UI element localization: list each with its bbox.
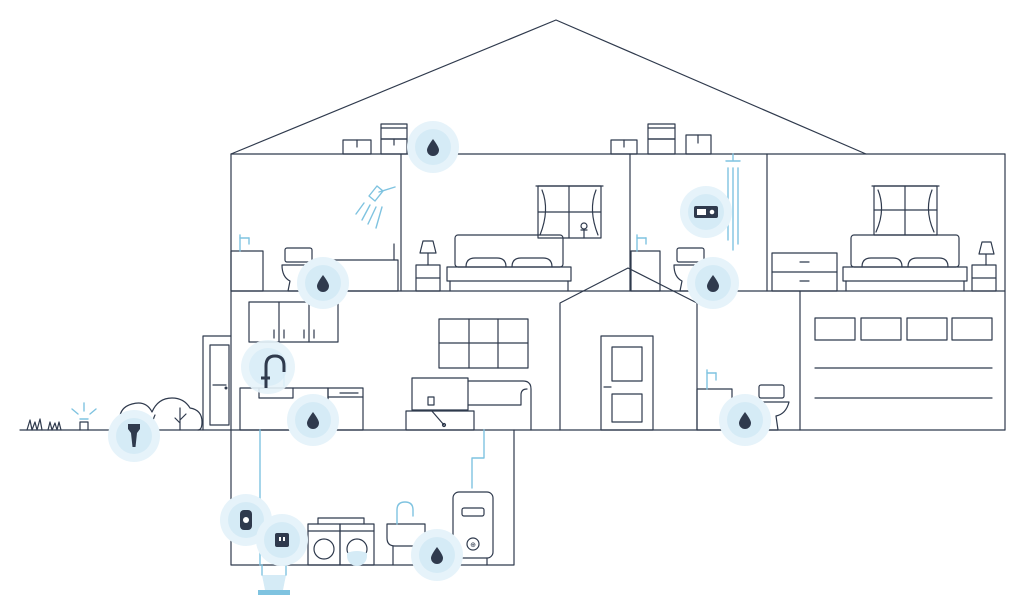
sink	[258, 387, 294, 399]
tv-stand	[405, 410, 475, 431]
attic-storage-boxes	[342, 123, 712, 155]
vanity	[230, 250, 264, 292]
side-porch	[202, 335, 232, 431]
entry-gable	[559, 267, 698, 431]
water-drop-icon	[707, 275, 719, 292]
yard	[26, 397, 203, 431]
water-heater-leak-sensor[interactable]	[411, 529, 463, 581]
attic-leak-sensor[interactable]	[407, 121, 459, 173]
lamp	[419, 240, 437, 266]
smart-plug-icon	[275, 533, 289, 547]
shower-head	[368, 185, 396, 202]
second-bath-toilet-leak-sensor[interactable]	[687, 257, 739, 309]
yard-soil-sensor[interactable]	[108, 410, 160, 462]
grass-tuft	[26, 418, 43, 431]
dishwasher-leak-sensor[interactable]	[287, 394, 339, 446]
headboard	[454, 234, 564, 268]
shower-controller[interactable]	[680, 186, 732, 238]
soil-sensor-icon	[128, 424, 140, 447]
roof	[230, 19, 867, 155]
digital-shower-control-icon	[694, 206, 718, 218]
shutoff-valve-icon	[240, 510, 252, 530]
upper-cabinets	[248, 301, 339, 343]
toilet-tank	[284, 247, 313, 263]
water-drop-icon	[317, 275, 329, 292]
mattress	[446, 266, 572, 282]
front-entry	[600, 335, 654, 431]
bedroom-one	[415, 185, 604, 292]
svg-text:⊕: ⊕	[470, 542, 476, 549]
water-drop-icon	[739, 412, 751, 429]
plant	[580, 229, 588, 239]
sprinkler-spray	[71, 402, 97, 420]
water-drop-icon	[307, 412, 319, 429]
water-drop-icon	[427, 139, 439, 156]
living-room	[405, 318, 532, 431]
sensor-markers	[108, 121, 771, 581]
basement: ⊕	[239, 429, 494, 595]
basement-smart-plug[interactable]	[256, 514, 308, 566]
water-heater	[452, 491, 494, 559]
tv	[411, 377, 469, 411]
ground-bath-toilet-leak-sensor[interactable]	[719, 394, 771, 446]
house-structure	[19, 19, 1006, 566]
bedroom-two	[771, 185, 997, 292]
sofa	[467, 380, 532, 431]
upstairs-bath-toilet-leak-sensor[interactable]	[297, 257, 349, 309]
faucet-icon	[264, 354, 286, 388]
bushes	[118, 397, 203, 431]
kitchen-faucet-sensor[interactable]	[241, 340, 295, 394]
front-door	[600, 335, 654, 431]
utility-faucet	[396, 501, 414, 525]
garage	[814, 317, 993, 399]
side-door	[209, 344, 230, 426]
heater-supply-line	[471, 429, 485, 489]
water-drop-icon	[431, 547, 443, 564]
